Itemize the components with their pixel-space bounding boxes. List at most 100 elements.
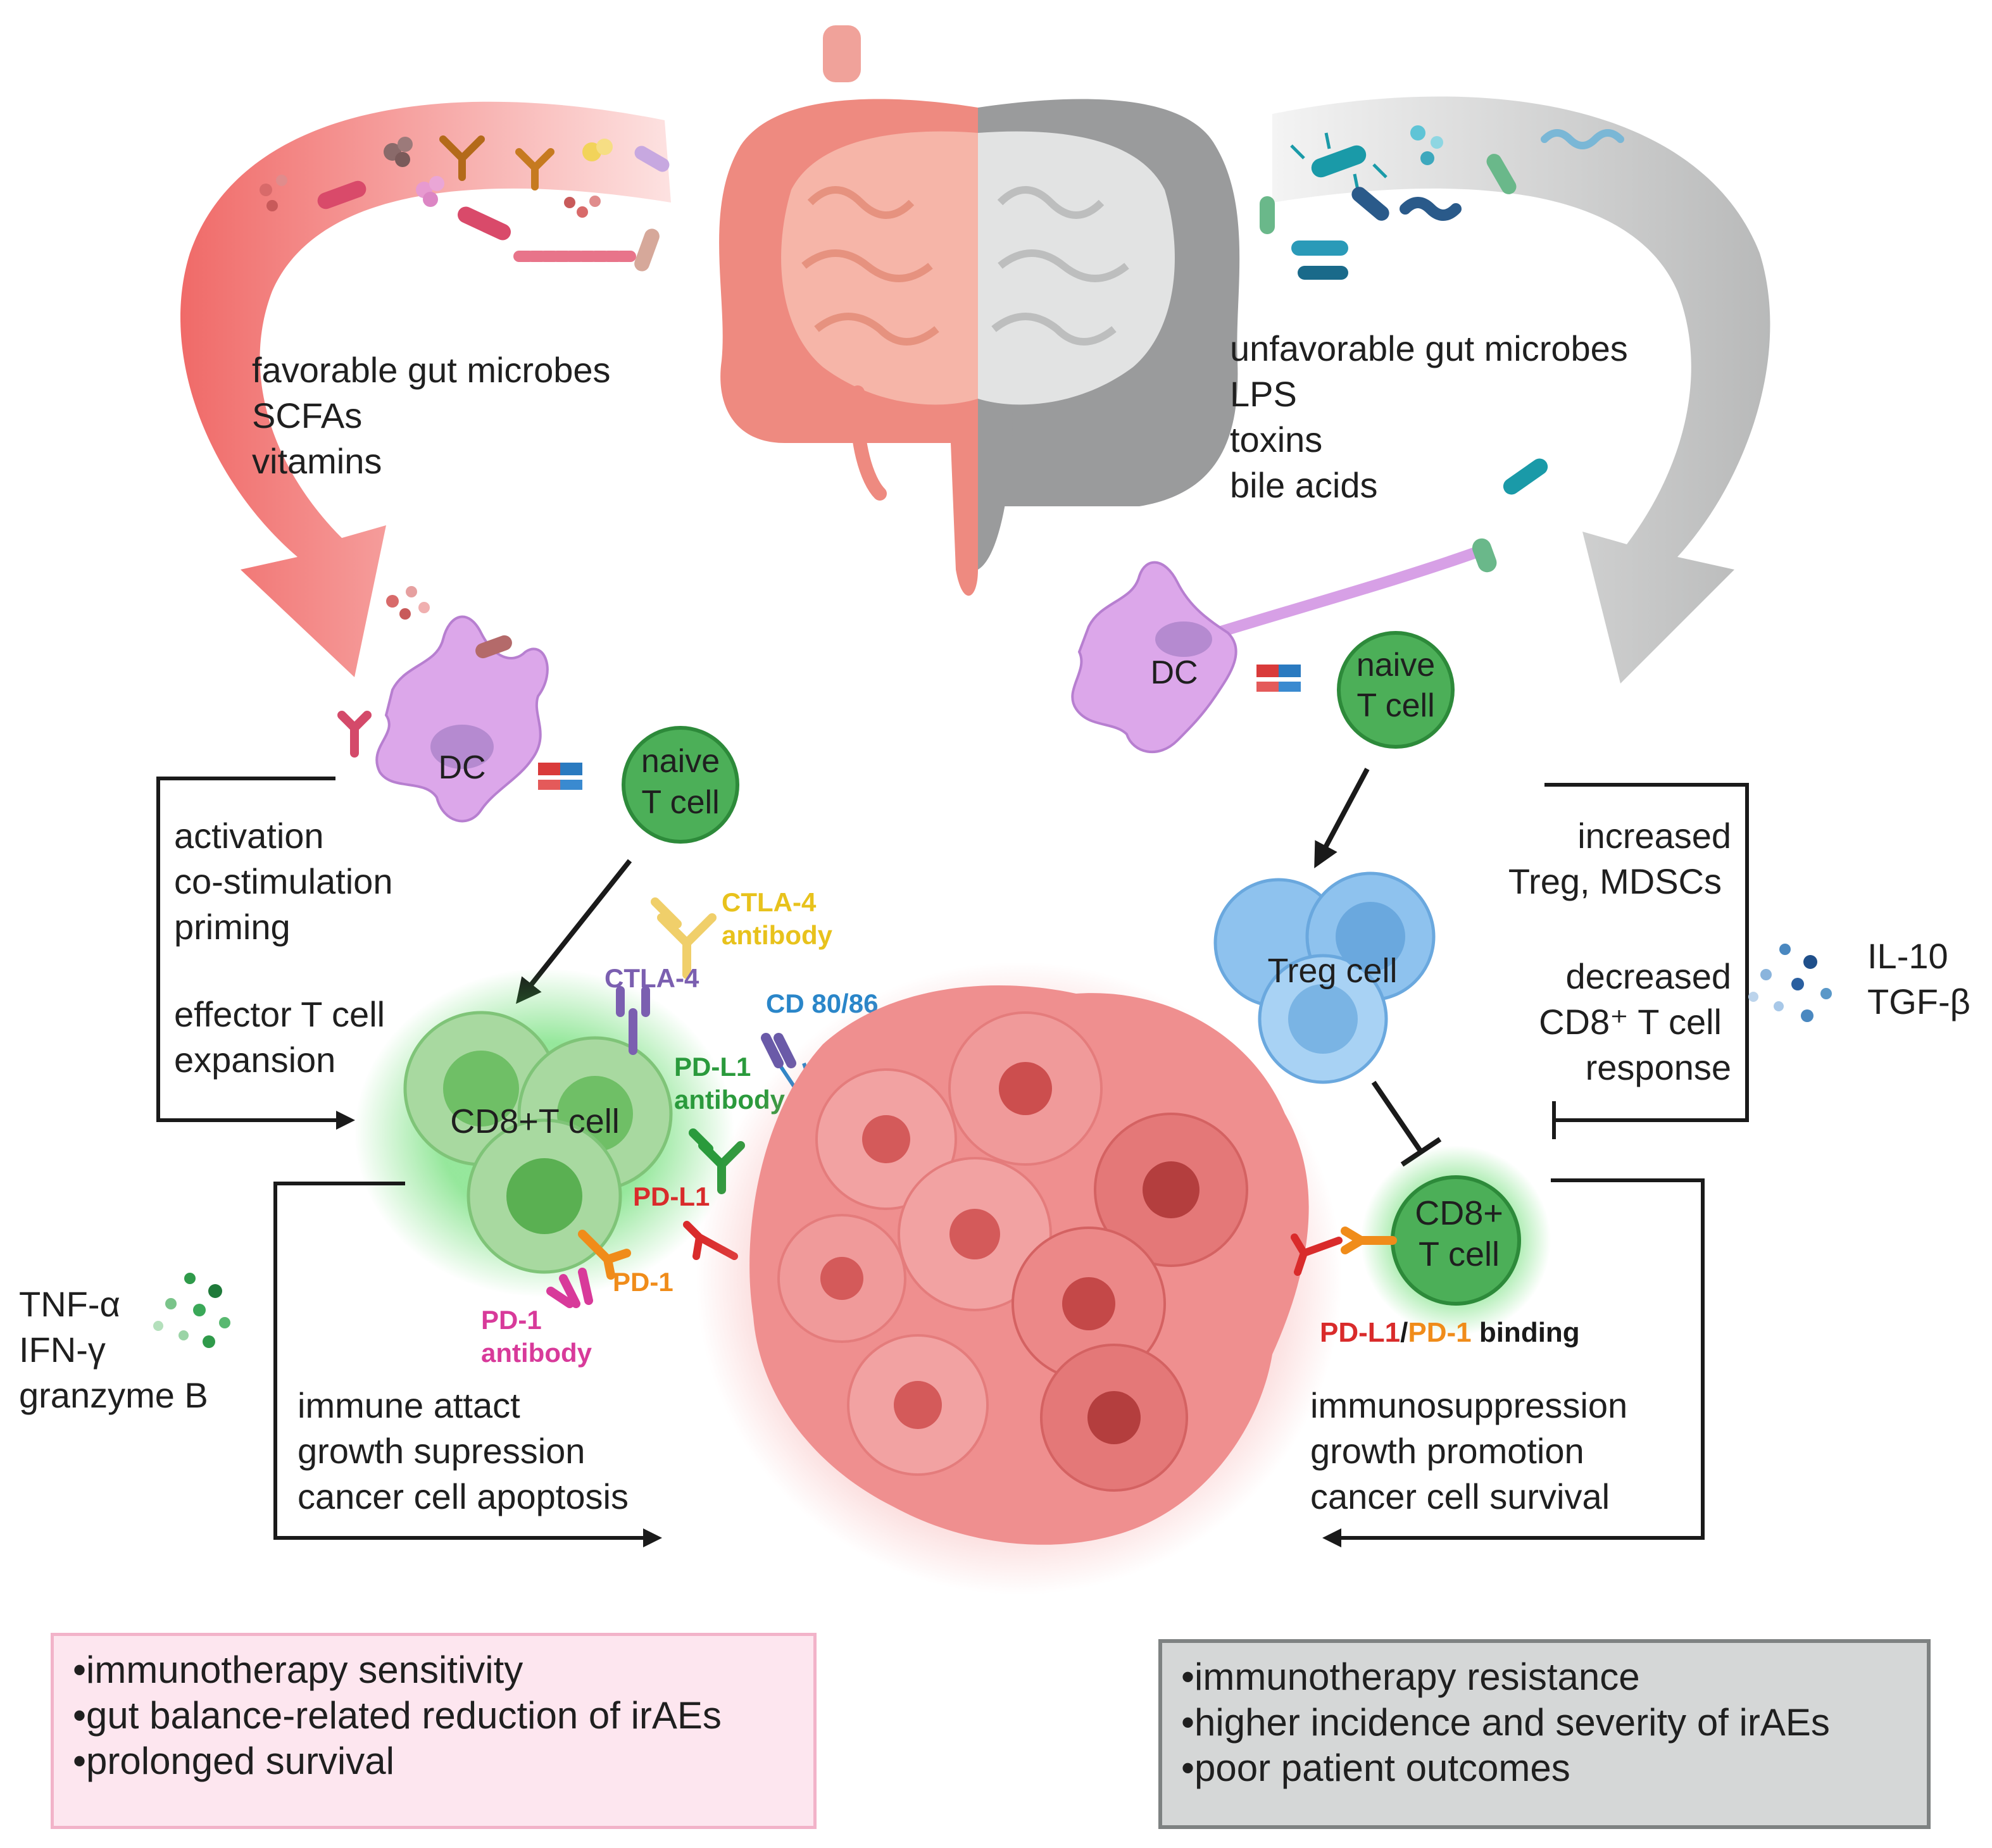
pd1-receptor-icon <box>578 1230 631 1280</box>
left-dc-bacterium <box>475 635 512 659</box>
left-input-1: favorable gut microbes <box>252 350 611 390</box>
right-naive-label-1: naive <box>1356 647 1435 684</box>
pdl1-pd1-binding-label: PD-L1/PD-1 binding <box>1320 1317 1580 1348</box>
left-cytokine-dots <box>153 1273 230 1348</box>
left-outcome-bracket <box>273 1182 662 1547</box>
esophagus-stub <box>823 25 861 82</box>
summary-unfavorable-1: immunotherapy resistance <box>1181 1654 1908 1700</box>
favorable-microbes <box>260 135 670 272</box>
right-cytokine-2: TGF-β <box>1867 982 1970 1021</box>
right-dc-bacterium <box>1472 538 1497 573</box>
right-synapse <box>1256 665 1301 692</box>
tumor-mass <box>749 985 1309 1545</box>
left-step-3: priming <box>174 907 291 947</box>
left-cytokine-2: IFN-γ <box>19 1330 106 1370</box>
right-effect-5: response <box>1586 1047 1731 1087</box>
pdl1-antibody-label-1: PD-L1 <box>674 1052 751 1082</box>
summary-unfavorable-2: higher incidence and severity of irAEs <box>1181 1700 1908 1745</box>
right-effect-1: increased <box>1577 816 1731 856</box>
right-effect-4: CD8⁺ T cell <box>1539 1002 1722 1042</box>
left-outcome-3: cancer cell apoptosis <box>298 1477 629 1516</box>
pd1-label: PD-1 <box>613 1267 673 1297</box>
small-intestine-right <box>978 131 1175 405</box>
cd8-cluster-label: CD8+T cell <box>450 1102 620 1140</box>
left-dendritic-cell <box>375 615 549 823</box>
left-input-2: SCFAs <box>252 396 362 435</box>
right-pdl1-ligand-icon <box>1291 1233 1343 1276</box>
right-effect-2: Treg, MDSCs <box>1508 861 1722 901</box>
right-dc-label: DC <box>1150 654 1198 691</box>
right-cytokine-1: IL-10 <box>1867 936 1948 976</box>
summary-favorable-3: prolonged survival <box>73 1739 794 1784</box>
left-step-2: co-stimulation <box>174 861 392 901</box>
binding-word: binding <box>1472 1317 1580 1348</box>
binding-slash: / <box>1400 1317 1408 1348</box>
right-suppression-bracket <box>1544 783 1749 1139</box>
left-dc-particles <box>386 595 399 608</box>
right-naive-t-cell <box>1337 631 1455 749</box>
left-naive-label-1: naive <box>641 743 720 780</box>
left-step-5: expansion <box>174 1040 335 1080</box>
right-dendritic-cell <box>1071 561 1237 753</box>
left-cytokine-3: granzyme B <box>19 1375 208 1415</box>
naive-to-treg-arrow <box>1314 768 1370 869</box>
binding-pdl1: PD-L1 <box>1320 1317 1400 1348</box>
right-input-4: bile acids <box>1230 465 1377 505</box>
gut-illustration <box>719 25 1240 596</box>
pd1-antibody-label-1: PD-1 <box>481 1305 542 1335</box>
unfavorable-arrow <box>1272 96 1770 684</box>
intestine-folds-left <box>801 186 939 346</box>
left-dc-receptor <box>337 711 372 758</box>
summary-unfavorable-3: poor patient outcomes <box>1181 1745 1908 1791</box>
right-cd8-label-2: T cell <box>1419 1235 1500 1273</box>
right-cd8-label-1: CD8+ <box>1415 1194 1503 1232</box>
left-priming-bracket <box>156 777 355 1130</box>
left-naive-label-2: T cell <box>641 784 719 821</box>
summary-favorable-1: immunotherapy sensitivity <box>73 1647 794 1693</box>
pd1-antibody-label-2: antibody <box>481 1338 592 1368</box>
right-naive-label-2: T cell <box>1356 687 1434 724</box>
left-naive-t-cell <box>622 726 739 844</box>
left-cytokine-1: TNF-α <box>19 1284 120 1324</box>
pd1-antibody-icon <box>546 1268 593 1308</box>
left-input-3: vitamins <box>252 441 382 481</box>
right-outcome-1: immunosuppression <box>1310 1385 1627 1425</box>
left-step-1: activation <box>174 816 324 856</box>
ctla4-antibody-icon <box>651 897 717 979</box>
left-step-4: effector T cell <box>174 994 385 1034</box>
right-outcome-2: growth promotion <box>1310 1431 1584 1471</box>
pdl1-label: PD-L1 <box>633 1182 710 1211</box>
summary-favorable-2: gut balance-related reduction of irAEs <box>73 1693 794 1739</box>
right-input-2: LPS <box>1230 374 1297 414</box>
ctla4-receptor-icon <box>616 986 650 1055</box>
summary-favorable-box: immunotherapy sensitivity gut balance-re… <box>51 1633 817 1829</box>
right-outcome-3: cancer cell survival <box>1310 1477 1610 1516</box>
left-synapse <box>538 763 582 790</box>
right-input-3: toxins <box>1230 420 1322 459</box>
treg-label: Treg cell <box>1267 952 1397 990</box>
cd8-cluster <box>403 1011 673 1274</box>
treg-cluster <box>1213 871 1436 1084</box>
right-outcome-bracket <box>1322 1178 1705 1547</box>
left-outcome-2: growth supression <box>298 1431 585 1471</box>
intestine-folds-right <box>991 186 1129 346</box>
favorable-arrow <box>180 101 671 678</box>
unfavorable-microbes <box>1260 125 1624 280</box>
summary-unfavorable-box: immunotherapy resistance higher incidenc… <box>1158 1639 1931 1829</box>
rectum-right <box>978 411 1013 570</box>
right-effect-3: decreased <box>1565 956 1731 996</box>
right-cytokine-dots <box>1748 944 1832 1022</box>
appendix <box>850 385 887 501</box>
ctla4-antibody-label-2: antibody <box>722 920 833 950</box>
rectum-left <box>949 411 978 596</box>
right-input-1: unfavorable gut microbes <box>1230 328 1628 368</box>
left-dc-label: DC <box>438 749 485 786</box>
binding-pd1: PD-1 <box>1408 1317 1471 1348</box>
ctla4-antibody-label-1: CTLA-4 <box>722 887 817 917</box>
right-dc-bacterium-2 <box>1503 458 1548 495</box>
right-pd1-receptor-icon <box>1341 1227 1397 1254</box>
left-outcome-1: immune attact <box>298 1385 520 1425</box>
right-dc-dendrite <box>1191 545 1487 645</box>
